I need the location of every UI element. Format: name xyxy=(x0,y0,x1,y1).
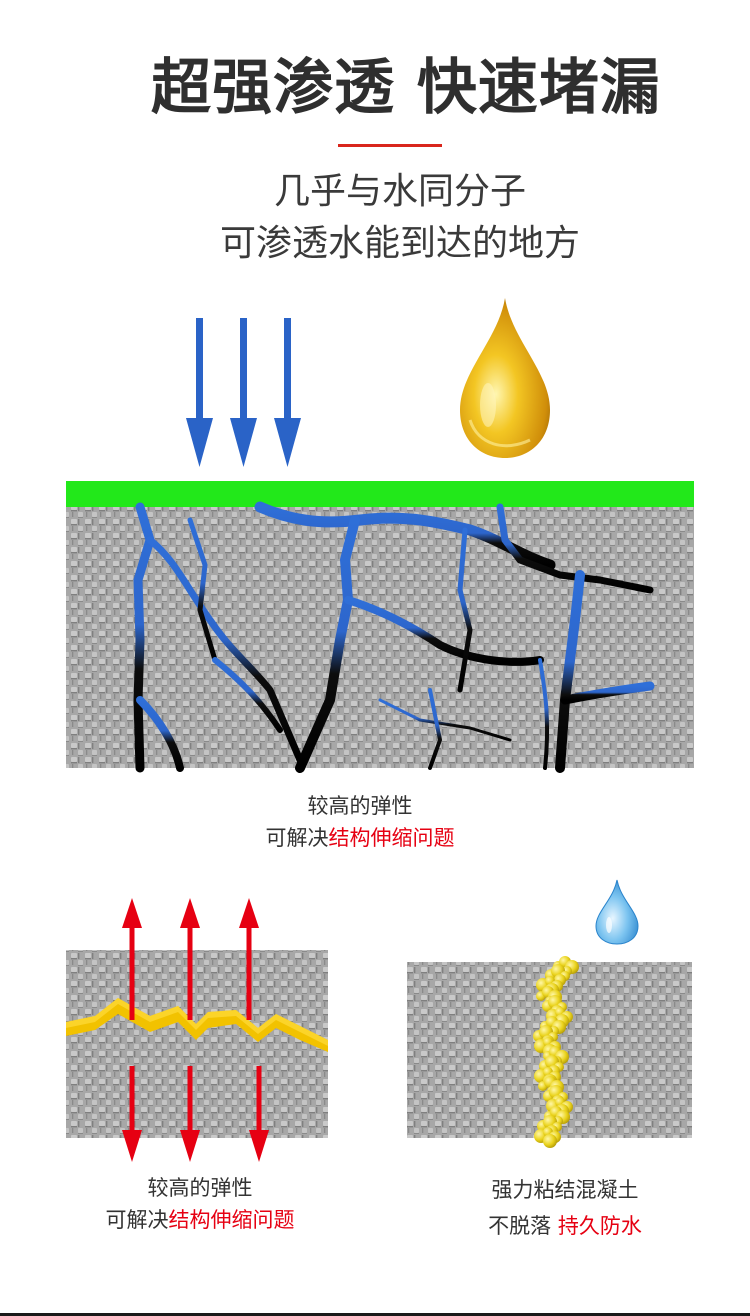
headline: 超强渗透 快速堵漏 xyxy=(151,53,661,123)
down-arrow-icon xyxy=(249,1066,269,1162)
left-caption-line-1: 较高的弹性 xyxy=(147,1176,253,1200)
right-caption-line-2: 不脱落 持久防水 xyxy=(488,1214,642,1238)
down-arrow-icon xyxy=(180,1066,200,1162)
down-arrow-icon xyxy=(186,318,213,467)
left-caption: 较高的弹性 可解决结构伸缩问题 xyxy=(50,1172,350,1236)
title-divider xyxy=(338,144,442,147)
green-coating-layer xyxy=(66,481,694,507)
left-caption-highlight: 结构伸缩问题 xyxy=(168,1208,295,1232)
right-caption: 强力粘结混凝土 不脱落 持久防水 xyxy=(415,1172,715,1244)
up-arrow-icon xyxy=(180,898,200,1020)
oil-drop-icon xyxy=(460,298,550,458)
right-caption-highlight: 持久防水 xyxy=(557,1214,642,1238)
main-caption: 较高的弹性 可解决结构伸缩问题 xyxy=(210,790,510,854)
left-concrete-panel xyxy=(66,950,328,1138)
bottom-divider xyxy=(0,1313,750,1316)
up-arrow-icon xyxy=(239,898,259,1020)
right-caption-line-1: 强力粘结混凝土 xyxy=(491,1178,639,1202)
sealant-bead xyxy=(543,1134,557,1148)
subtitle-line-1: 几乎与水同分子 xyxy=(273,171,526,212)
down-arrow-icon xyxy=(230,318,257,467)
left-caption-line-2: 可解决结构伸缩问题 xyxy=(105,1208,295,1232)
main-caption-line-1: 较高的弹性 xyxy=(307,794,413,818)
sealant-beads xyxy=(533,956,579,1148)
crack-network xyxy=(133,501,655,773)
main-concrete-panel xyxy=(66,481,694,773)
up-arrow-icon xyxy=(122,898,142,1020)
water-drop-icon xyxy=(595,879,639,945)
down-arrow-icon xyxy=(122,1066,142,1162)
subtitle-line-2: 可渗透水能到达的地方 xyxy=(219,223,580,264)
down-arrow-icon xyxy=(274,318,301,467)
main-caption-highlight: 结构伸缩问题 xyxy=(328,826,455,850)
main-caption-line-2: 可解决结构伸缩问题 xyxy=(265,826,455,850)
